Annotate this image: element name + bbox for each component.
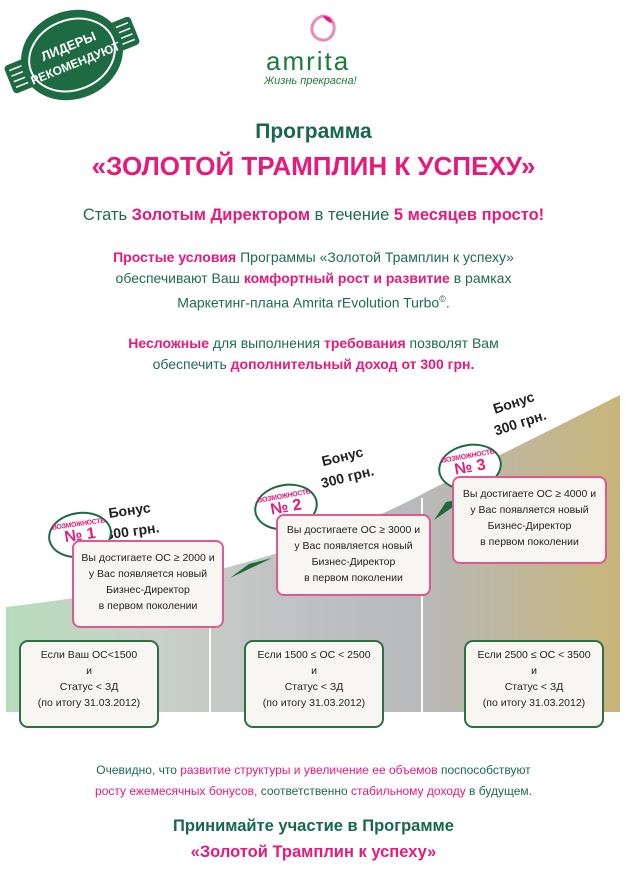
program-label: Программа	[255, 120, 372, 143]
highlight: Несложные	[128, 335, 209, 351]
condition-line: и	[86, 665, 92, 677]
opportunity-line: Бизнес-Директор	[106, 584, 190, 596]
brand-name: amrita	[266, 46, 351, 76]
drop-icon	[310, 14, 336, 42]
text: в рамках	[449, 270, 512, 286]
opportunity-line: Вы достигаете ОС ≥ 4000 и	[462, 488, 597, 500]
condition-line: и	[531, 665, 537, 677]
opportunity-box-3: Вы достигаете ОС ≥ 4000 и у Вас появляет…	[452, 476, 607, 564]
condition-box-1: Если Ваш ОС<1500 и Статус < ЗД (по итогу…	[19, 640, 159, 728]
opportunity-line: у Вас появляется новый	[88, 568, 208, 580]
opportunity-line: Вы достигаете ОС ≥ 2000 и	[81, 552, 215, 564]
opportunity-line: в первом поколении	[98, 600, 198, 612]
text: .	[445, 294, 450, 311]
text: Программы «Золотой Трамплин к успеху»	[236, 249, 514, 265]
subtitle-text: Стать	[82, 206, 132, 224]
program-title: «ЗОЛОТОЙ ТРАМПЛИН К УСПЕХУ»	[91, 151, 536, 181]
closing-paragraph: Очевидно, что развитие структуры и увели…	[0, 760, 627, 802]
text: позволят Вам	[405, 335, 499, 351]
opportunity-line: Бизнес-Директор	[311, 556, 396, 568]
arrow-icon	[230, 558, 272, 578]
text: в будущем.	[465, 784, 532, 798]
opportunity-box-2: Вы достигаете ОС ≥ 3000 и у Вас появляет…	[276, 514, 431, 596]
highlight: дополнительный доход от 300 грн.	[230, 356, 475, 372]
highlight: росту ежемесячных бонусов,	[95, 784, 258, 798]
condition-line: Статус < ЗД	[504, 681, 564, 693]
opportunity-line: в первом поколении	[480, 536, 579, 548]
subtitle-highlight: 5 месяцев просто!	[393, 206, 545, 224]
condition-line: (по итогу 31.03.2012)	[37, 697, 141, 709]
opportunity-line: у Вас появляется новый	[470, 504, 589, 516]
text: для выполнения	[209, 335, 324, 351]
opportunity-line: Бизнес-Директор	[487, 520, 572, 532]
condition-line: (по итогу 31.03.2012)	[262, 697, 366, 709]
condition-box-3: Если 2500 ≤ ОС < 3500 и Статус < ЗД (по …	[464, 640, 604, 728]
brand-slogan: Жизнь прекрасна!	[264, 75, 357, 87]
condition-line: Если 1500 ≤ ОС < 2500	[257, 649, 371, 661]
opportunity-line: у Вас появляется новый	[294, 540, 413, 552]
condition-line: Если 2500 ≤ ОС < 3500	[477, 649, 591, 661]
text: поспособствуют	[437, 763, 531, 777]
highlight: Простые условия	[113, 249, 237, 265]
amrita-logo: amrita Жизнь прекрасна!	[260, 14, 400, 87]
seal-icon: ЛИДЕРЫ РЕКОМЕНДУЮТ	[4, 9, 140, 101]
text: Очевидно, что	[96, 763, 181, 777]
condition-box-2: Если 1500 ≤ ОС < 2500 и Статус < ЗД (по …	[244, 640, 384, 728]
condition-line: Статус < ЗД	[284, 681, 344, 693]
highlight: стабильному доходу	[351, 784, 466, 798]
intro-paragraph: Простые условия Программы «Золотой Трамп…	[0, 247, 627, 314]
subtitle-text: в течение	[310, 206, 394, 224]
condition-line: Статус < ЗД	[59, 681, 119, 693]
opportunity-line: Вы достигаете ОС ≥ 3000 и	[286, 524, 421, 536]
text: обеспечить	[152, 356, 231, 372]
leaders-recommend-seal: ЛИДЕРЫ РЕКОМЕНДУЮТ	[2, 2, 142, 108]
text: обеспечивают Ваш	[115, 270, 244, 286]
subtitle-highlight: Золотым Директором	[131, 206, 311, 224]
condition-line: (по итогу 31.03.2012)	[482, 697, 586, 709]
cta-line-2: «Золотой Трамплин к успеху»	[190, 843, 437, 861]
cta-line-1: Принимайте участие в Программе	[173, 817, 454, 835]
subtitle: Стать Золотым Директором в течение 5 мес…	[0, 206, 627, 225]
steps-diagram: Бонус 300 грн. ВОЗМОЖНОСТЬ № 1 Вы достиг…	[0, 380, 627, 728]
highlight: комфортный рост и развитие	[243, 270, 450, 286]
text: Маркетинг-плана Amrita rEvolution Turbo	[177, 294, 440, 311]
requirements-paragraph: Несложные для выполнения требования позв…	[0, 333, 627, 375]
highlight: развитие структуры и увеличение ее объем…	[180, 763, 438, 777]
copyright-mark: ©	[439, 294, 446, 304]
opportunity-box-1: Вы достигаете ОС ≥ 2000 и у Вас появляет…	[72, 540, 224, 628]
text: соответственно	[257, 784, 351, 798]
condition-line: Если Ваш ОС<1500	[40, 649, 138, 661]
opportunity-line: в первом поколении	[304, 572, 403, 584]
highlight: требования	[323, 335, 406, 351]
condition-line: и	[311, 665, 317, 677]
